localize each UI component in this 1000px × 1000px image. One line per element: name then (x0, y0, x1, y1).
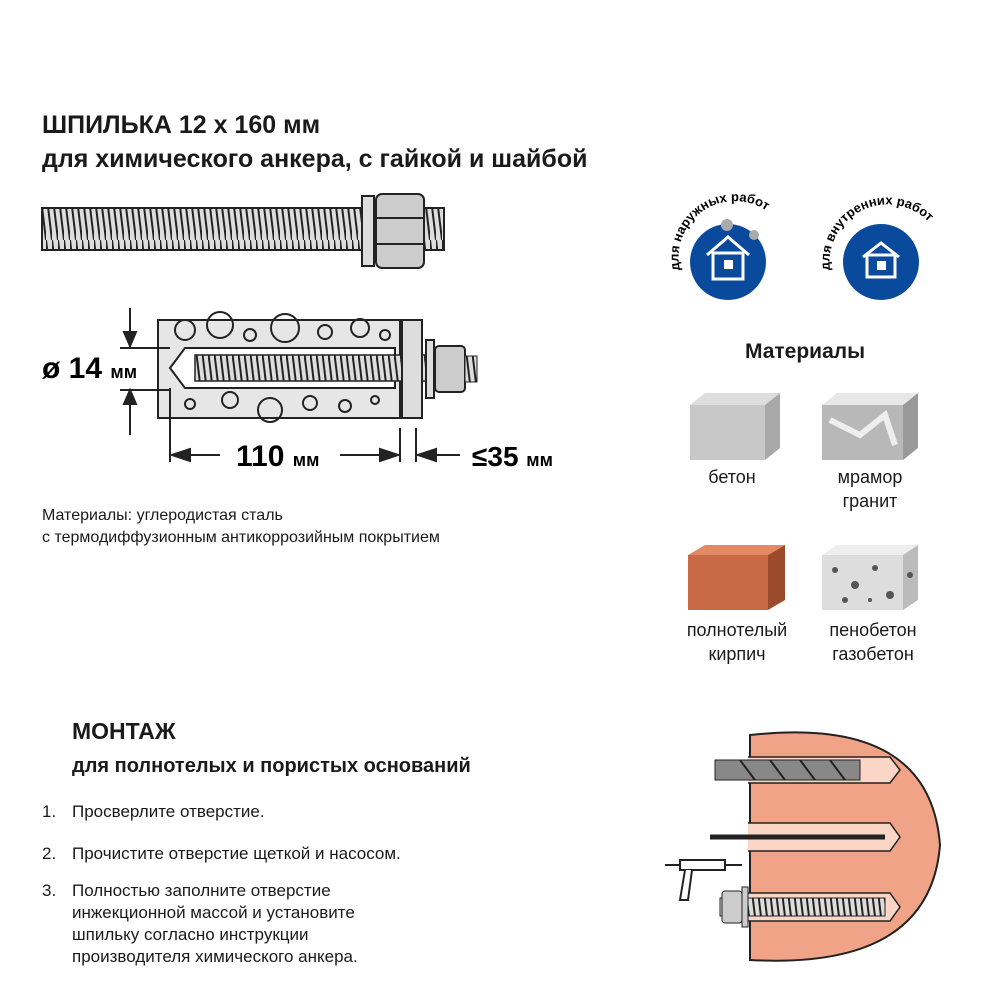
material-images (688, 393, 918, 610)
aerated-concrete-image (822, 545, 918, 610)
material-foam-concrete: пенобетон газобетон (803, 618, 943, 666)
step-text: шпильку согласно инструкции (72, 925, 309, 944)
sun-icon (721, 219, 733, 231)
product-title: ШПИЛЬКА 12 х 160 мм для химического анке… (42, 108, 587, 176)
step-number: 3. (42, 881, 57, 900)
step-number: 2. (42, 844, 57, 863)
material-brick: полнотелый кирпич (667, 618, 807, 666)
brick-image (688, 545, 785, 610)
concrete-block-image (690, 393, 780, 460)
step-text: инжекционной массой и установите (72, 903, 355, 922)
injection-gun-icon (665, 859, 742, 901)
material-desc-line: с термодиффузионным антикоррозийным покр… (42, 529, 440, 546)
installation-diagram: ø 14 мм 110 мм ≤35 мм (42, 308, 553, 473)
material-label: пенобетон (829, 620, 917, 640)
badge-indoor: для внутренних работ (817, 192, 937, 300)
snowflake-icon (749, 230, 759, 240)
title-line-1: ШПИЛЬКА 12 х 160 мм (42, 111, 321, 139)
step-3: 3. Полностью заполните отверстие инжекци… (42, 880, 358, 968)
material-concrete: бетон (662, 465, 802, 489)
house-indoor-icon (862, 241, 900, 279)
material-label: гранит (842, 491, 898, 511)
step-text: Прочистите отверстие щеткой и насосом. (72, 844, 401, 863)
material-label: кирпич (708, 644, 766, 664)
diameter-label: ø 14 мм (42, 352, 137, 385)
threaded-rod-image (41, 193, 445, 269)
badge-outdoor: для наружных работ (667, 189, 773, 300)
usage-badges: для наружных работ для внутренних работ (667, 189, 937, 300)
thickness-label: ≤35 мм (472, 441, 553, 472)
step-text: Просверлите отверстие. (72, 802, 265, 821)
material-label: полнотелый (686, 620, 788, 640)
installation-steps-illustration (665, 731, 942, 962)
step-number: 1. (42, 802, 57, 821)
installation-heading: МОНТАЖ (72, 718, 176, 744)
material-description: Материалы: углеродистая сталь с термодиф… (42, 505, 440, 549)
materials-heading: Материалы (744, 340, 866, 363)
step-1: 1. Просверлите отверстие. (42, 801, 265, 823)
installation-subheading: для полнотелых и пористых оснований (72, 755, 471, 777)
rod-installed (719, 886, 901, 928)
material-desc-line: Материалы: углеродистая сталь (42, 507, 283, 524)
title-line-2: для химического анкера, с гайкой и шайбо… (42, 145, 588, 173)
brush-hole (710, 822, 901, 852)
material-label: мрамор (837, 467, 903, 487)
material-label: бетон (708, 467, 756, 487)
drill-hole (714, 756, 901, 784)
material-marble-granite: мрамор гранит (800, 465, 940, 513)
step-text: производителя химического анкера. (72, 947, 358, 966)
house-outdoor-icon (706, 235, 750, 281)
material-label: газобетон (832, 644, 914, 664)
step-2: 2. Прочистите отверстие щеткой и насосом. (42, 843, 401, 865)
step-text: Полностью заполните отверстие (72, 881, 331, 900)
depth-label: 110 мм (236, 440, 319, 473)
marble-block-image (822, 393, 918, 460)
